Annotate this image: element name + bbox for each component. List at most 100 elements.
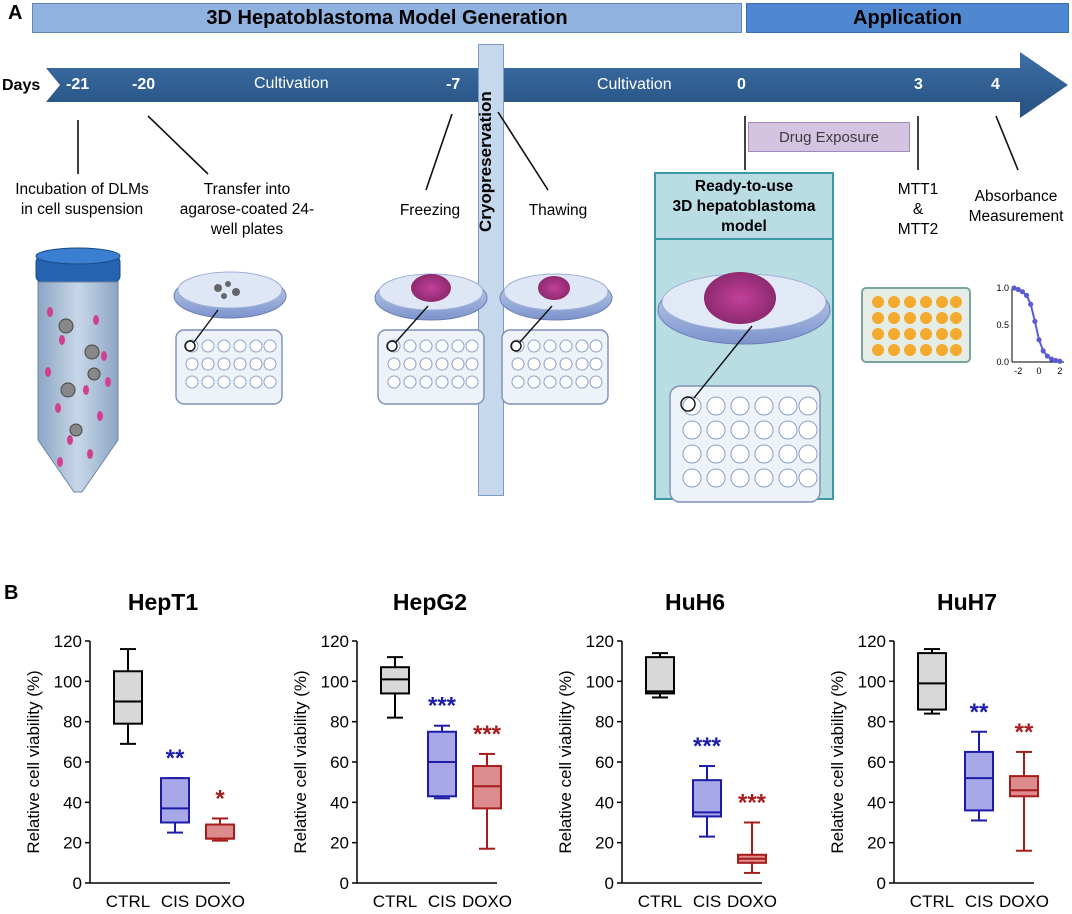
significance-marker: *** — [693, 733, 722, 760]
x-tick-label: CIS — [693, 892, 721, 911]
x-tick-label: DOXO — [462, 892, 512, 911]
box-cis — [160, 777, 190, 834]
day-tick-minus21: -21 — [66, 76, 90, 93]
box-doxo — [1009, 750, 1039, 852]
dish-transfer-icon — [173, 271, 287, 319]
y-tick-label: 100 — [321, 672, 349, 691]
x-tick-label: CIS — [161, 892, 189, 911]
y-tick-label: 40 — [330, 793, 349, 812]
box-doxo — [737, 821, 767, 874]
box-iqr — [427, 730, 457, 798]
box-iqr — [1009, 775, 1039, 798]
mini-curve-point — [1044, 353, 1050, 359]
y-tick-label: 100 — [54, 672, 82, 691]
box-ctrl — [917, 648, 947, 715]
y-tick-label: 120 — [321, 632, 349, 651]
day-tick-4: 4 — [991, 76, 1000, 93]
y-tick-label: 0 — [877, 874, 886, 893]
y-tick-label: 100 — [586, 672, 614, 691]
box-ctrl — [113, 648, 143, 745]
mini-y-tick: 0.0 — [996, 357, 1009, 367]
y-tick-label: 40 — [595, 793, 614, 812]
significance-marker: ** — [970, 699, 989, 726]
step-mtt: MTT1&MTT2 — [897, 181, 939, 238]
y-tick-label: 0 — [605, 874, 614, 893]
y-tick-label: 80 — [867, 713, 886, 732]
tube-icon — [35, 247, 121, 493]
generation-header: 3D Hepatoblastoma Model Generation — [32, 3, 742, 33]
mini-curve-point — [1053, 357, 1059, 364]
y-tick-label: 40 — [63, 793, 82, 812]
x-tick-label: CIS — [965, 892, 993, 911]
step-thawing: Thawing — [528, 202, 588, 219]
dish-ready-icon — [657, 272, 831, 345]
connector-lines — [77, 111, 1019, 191]
box-iqr — [113, 670, 143, 725]
box-ctrl — [380, 656, 410, 719]
day-tick-minus20: -20 — [132, 76, 156, 93]
box-cis — [964, 730, 994, 822]
mini-curve-point — [1040, 348, 1046, 354]
y-tick-label: 120 — [586, 632, 614, 651]
chart-title: HepT1 — [128, 589, 199, 615]
box-iqr — [917, 652, 947, 711]
x-tick-label: DOXO — [195, 892, 245, 911]
y-tick-label: 60 — [867, 753, 886, 772]
wells-icon — [185, 339, 818, 488]
x-tick-label: DOXO — [727, 892, 777, 911]
y-tick-label: 20 — [330, 834, 349, 853]
mini-curve-point — [1036, 337, 1042, 343]
mini-curve-point — [1028, 301, 1034, 307]
box-iqr — [205, 823, 235, 840]
box-iqr — [380, 666, 410, 695]
panel-a-label: A — [8, 2, 23, 24]
significance-marker: ** — [166, 745, 185, 772]
day-tick-3: 3 — [914, 76, 923, 93]
day-tick-minus7: -7 — [446, 76, 461, 93]
cultivation-label-1: Cultivation — [254, 75, 329, 92]
mini-curve-point — [1015, 286, 1021, 293]
x-tick-label: CTRL — [638, 892, 682, 911]
y-tick-label: 80 — [595, 713, 614, 732]
mini-curve-point — [1023, 292, 1030, 298]
cultivation-label-2: Cultivation — [597, 76, 672, 93]
application-header: Application — [746, 3, 1069, 33]
significance-marker: *** — [428, 693, 457, 720]
mini-y-tick: 1.0 — [996, 283, 1009, 293]
box-cis — [692, 765, 722, 838]
dish-freezing-icon — [374, 273, 488, 321]
box-iqr — [645, 656, 675, 695]
box-iqr — [472, 765, 502, 810]
step-freezing: Freezing — [399, 202, 461, 219]
y-tick-label: 0 — [73, 874, 82, 893]
day-tick-0: 0 — [737, 76, 746, 93]
y-tick-label: 60 — [330, 753, 349, 772]
drug-exposure-box: Drug Exposure — [748, 122, 910, 152]
chart-title: HepG2 — [393, 589, 467, 615]
significance-marker: * — [215, 785, 225, 812]
chart-title: HuH6 — [665, 589, 725, 615]
significance-marker: *** — [738, 790, 767, 817]
x-tick-label: CTRL — [910, 892, 954, 911]
box-cis — [427, 724, 457, 800]
box-iqr — [160, 777, 190, 824]
dish-thawing-icon — [499, 273, 613, 321]
y-tick-label: 20 — [867, 834, 886, 853]
y-tick-label: 0 — [340, 874, 349, 893]
timeline-arrow — [46, 52, 1068, 118]
mini-x-tick: 2 — [1057, 366, 1062, 376]
x-tick-label: CTRL — [106, 892, 150, 911]
mini-curve-point — [1048, 356, 1055, 362]
illustrations — [35, 247, 971, 503]
y-tick-label: 40 — [867, 793, 886, 812]
y-tick-label: 120 — [54, 632, 82, 651]
y-tick-label: 120 — [858, 632, 886, 651]
box-iqr — [964, 750, 994, 812]
